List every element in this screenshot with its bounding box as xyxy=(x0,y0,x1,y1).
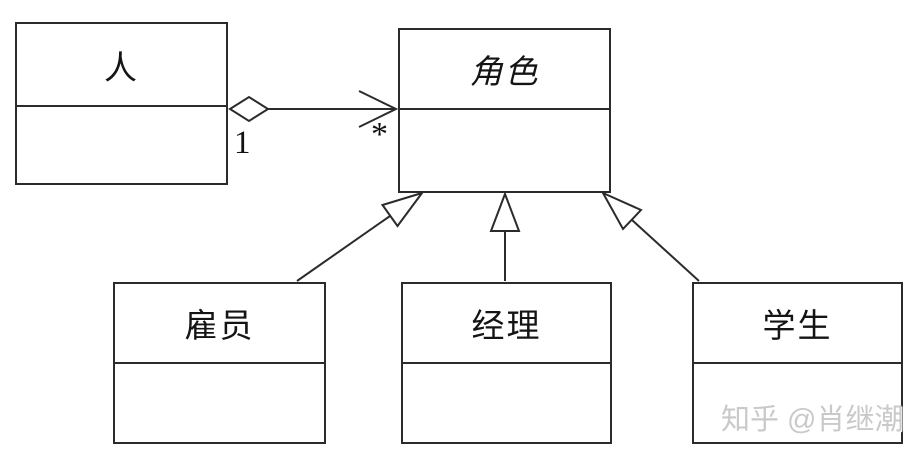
generalization-line-employee xyxy=(296,215,391,282)
class-title-role: 角色 xyxy=(469,53,540,90)
class-body-manager xyxy=(403,362,610,442)
aggregation-diamond-icon xyxy=(228,95,270,123)
class-body-student xyxy=(694,362,901,442)
watermark: 知乎 @肖继潮 xyxy=(721,404,904,436)
open-arrowhead-icon xyxy=(358,90,399,128)
class-box-employee: 雇员 xyxy=(113,282,326,444)
class-title-student: 学生 xyxy=(762,307,833,344)
class-box-student: 学生 xyxy=(692,282,903,444)
class-title-manager: 经理 xyxy=(471,307,542,344)
class-body-person xyxy=(17,105,226,183)
class-box-person: 人 xyxy=(15,22,228,185)
generalization-line-student xyxy=(631,219,700,282)
multiplicity-source-label: 1 xyxy=(234,125,251,161)
class-body-employee xyxy=(115,362,324,442)
generalization-triangle-employee-icon xyxy=(380,191,425,228)
class-title-employee: 雇员 xyxy=(184,307,255,344)
class-box-role: 角色 xyxy=(398,28,611,193)
generalization-triangle-manager-icon xyxy=(489,191,521,232)
multiplicity-target-label: * xyxy=(371,116,388,153)
class-title-person: 人 xyxy=(104,48,139,86)
class-body-role xyxy=(400,108,609,191)
generalization-triangle-student-icon xyxy=(600,190,643,231)
class-box-manager: 经理 xyxy=(401,282,612,444)
